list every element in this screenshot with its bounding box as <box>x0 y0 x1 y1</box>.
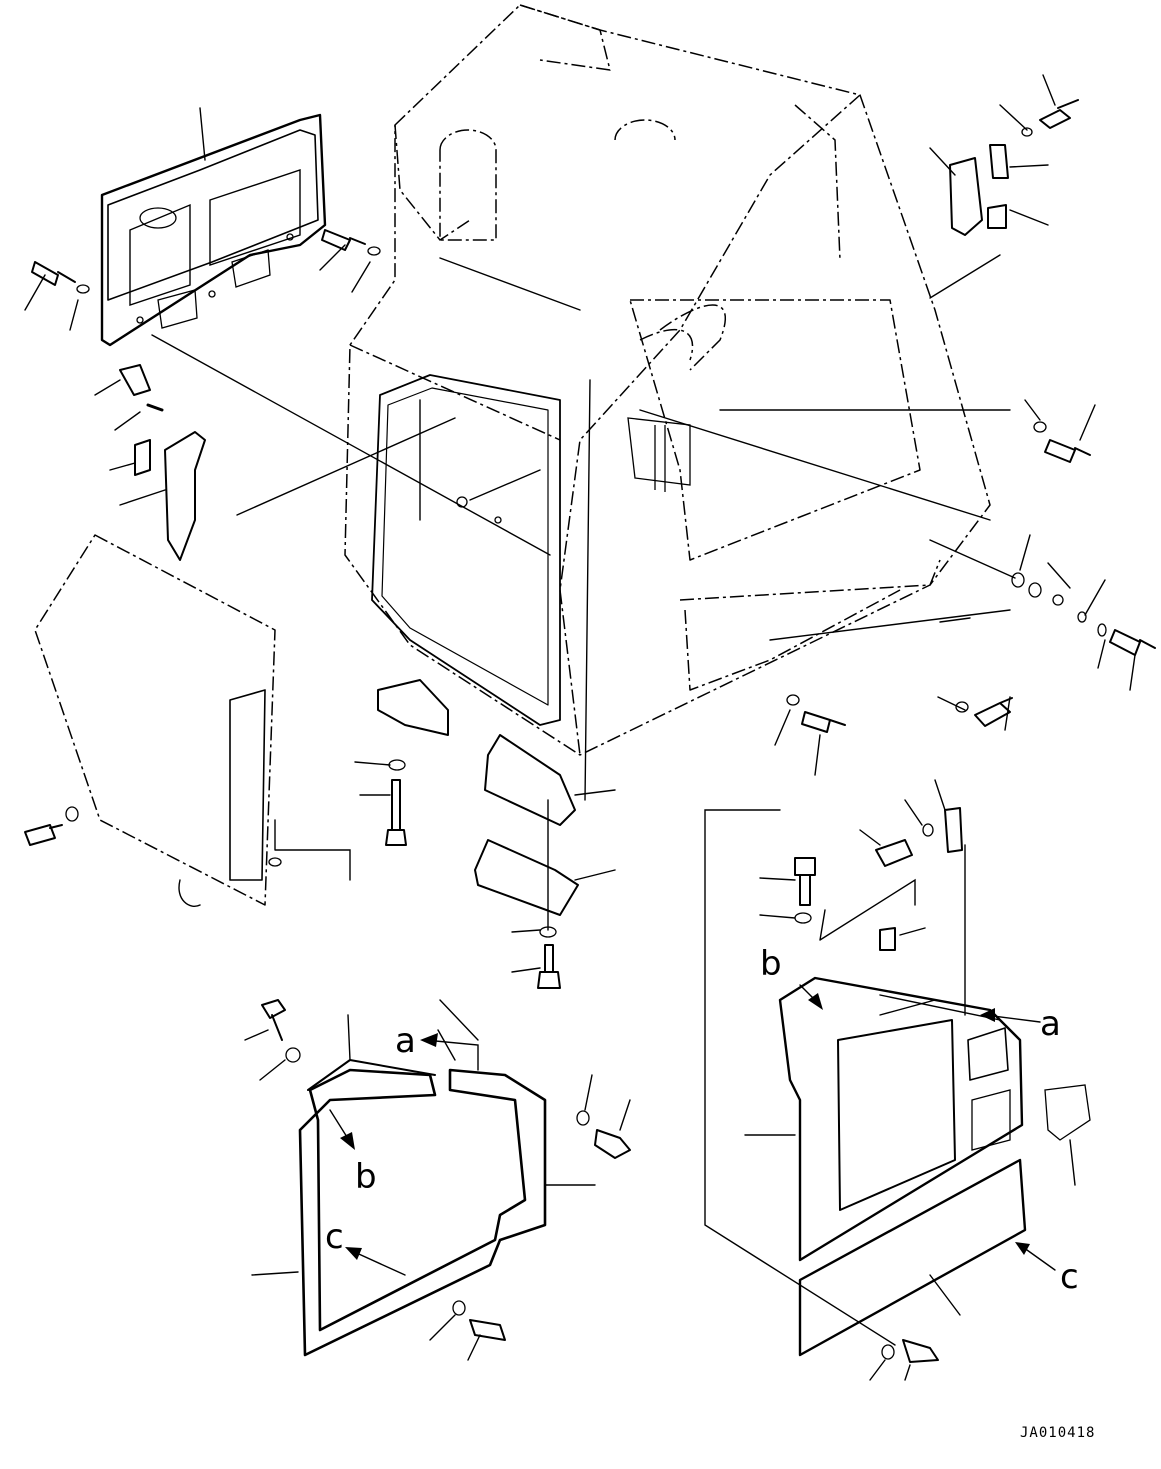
reference-mark-a-left: a <box>395 1021 416 1061</box>
reference-arrows <box>329 984 1056 1276</box>
reference-mark-c-left: c <box>325 1217 344 1257</box>
left-latch-bracket <box>134 431 206 561</box>
cab-frame-phantom <box>344 4 991 756</box>
door-hinge <box>627 417 691 492</box>
top-left-cover-plate <box>100 107 327 347</box>
bolts-washers <box>24 99 1156 1363</box>
reference-mark-b-right: b <box>760 944 782 984</box>
top-right-brackets <box>949 144 1009 236</box>
reference-mark-a-right: a <box>1040 1004 1061 1044</box>
reference-mark-b-left: b <box>355 1157 377 1197</box>
lower-left-frame <box>298 1014 547 1357</box>
cab-left-opening <box>371 374 561 726</box>
center-brackets <box>377 679 579 916</box>
left-side-panel <box>34 534 351 907</box>
leader-lines <box>24 74 1136 1381</box>
reference-mark-c-right: c <box>1060 1257 1079 1297</box>
drawing-code: JA010418 <box>1020 1425 1095 1441</box>
right-door-panel <box>778 807 1091 1357</box>
